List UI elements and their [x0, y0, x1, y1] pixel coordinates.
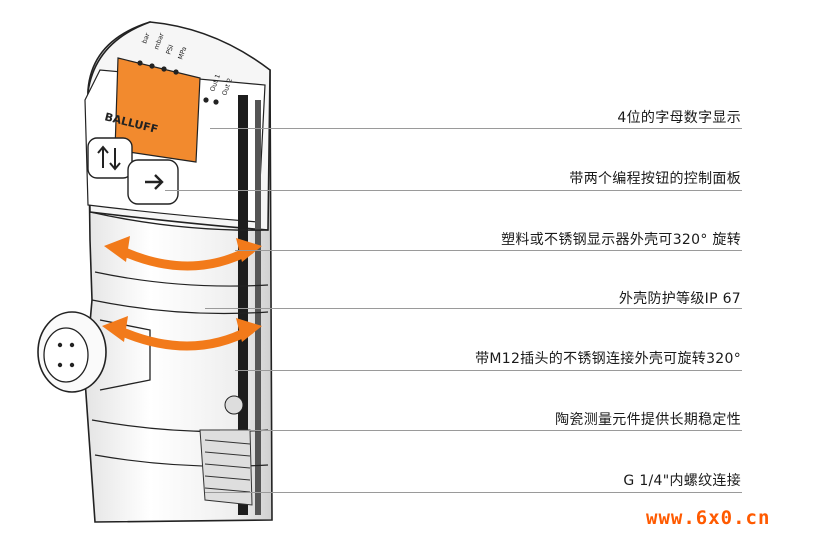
housing-ring — [89, 211, 269, 231]
inner-thread — [199, 429, 253, 506]
callout-m12-connection: 带M12插头的不锈钢连接外壳可旋转320° — [475, 351, 741, 367]
housing-ring — [94, 271, 269, 287]
callout-ceramic-cell: 陶瓷测量元件提供长期稳定性 — [555, 412, 741, 428]
callout-display: 4位的字母数字显示 — [617, 110, 741, 126]
leader-line — [235, 370, 742, 371]
side-stripe — [255, 100, 261, 515]
housing-ring — [91, 299, 269, 315]
leader-line — [205, 492, 742, 493]
lcd-display — [114, 57, 201, 163]
ceramic-cell — [224, 395, 244, 415]
up-down-arrows-icon — [97, 145, 121, 171]
unit-leds — [137, 60, 219, 105]
watermark: www.6x0.cn — [646, 507, 771, 529]
leader-line — [210, 128, 742, 129]
button-updown — [87, 137, 133, 179]
leader-line — [165, 190, 742, 191]
leader-line — [220, 430, 742, 431]
leader-line — [205, 308, 742, 309]
right-arrow-icon — [145, 174, 164, 190]
callout-ip-rating: 外壳防护等级IP 67 — [618, 291, 741, 307]
leader-line — [235, 250, 742, 251]
unit-label: bar — [140, 32, 151, 45]
rotation-arrow-connector — [113, 325, 255, 351]
callout-housing-rotation: 塑料或不锈钢显示器外壳可320° 旋转 — [501, 232, 741, 248]
side-stripe — [238, 95, 248, 515]
connector-pins — [57, 342, 75, 368]
callout-control-panel: 带两个编程按钮的控制面板 — [569, 171, 741, 187]
unit-label: PSI — [164, 44, 175, 56]
rotation-arrow-housing — [115, 245, 255, 271]
callout-thread: G 1/4"内螺纹连接 — [623, 473, 741, 489]
